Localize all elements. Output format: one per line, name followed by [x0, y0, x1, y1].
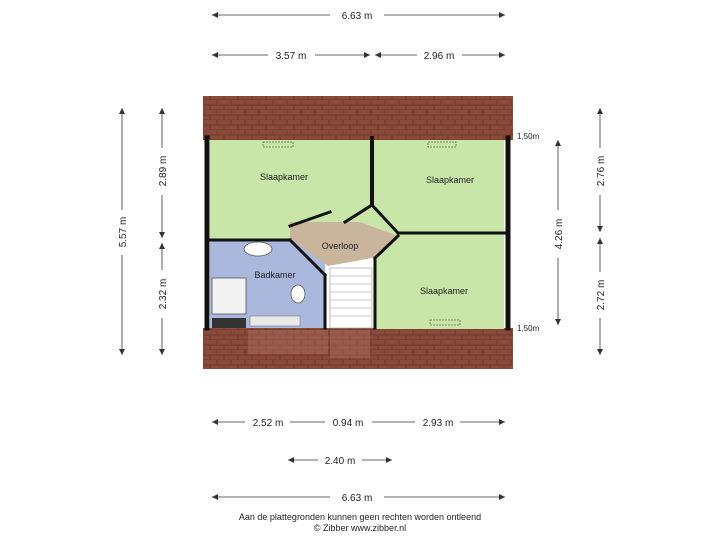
dim-bottom-mid: 2.40 m [325, 456, 356, 467]
dim-bottom-c: 2.93 m [423, 418, 454, 429]
sink [243, 241, 273, 257]
radiator-3 [429, 319, 461, 326]
dim-bottom-b: 0.94 m [333, 418, 364, 429]
footer-copyright: © Zibber www.zibber.nl [313, 523, 407, 533]
stairs [329, 267, 373, 329]
room-label-landing: Overloop [322, 241, 359, 251]
radiator-2 [427, 141, 457, 148]
roof-top [203, 96, 513, 140]
footer-disclaimer: Aan de plattegronden kunnen geen rechten… [238, 512, 482, 522]
dimension-arrows [119, 12, 603, 500]
vanity [249, 315, 301, 327]
height-marker-top: 1,50m [517, 132, 540, 141]
landing-floor [290, 222, 398, 266]
dim-left-lower: 2.32 m [158, 279, 169, 310]
dim-bottom-total: 6.63 m [342, 493, 373, 504]
dim-top-total: 6.63 m [342, 11, 373, 22]
height-marker-bottom: 1,50m [517, 324, 540, 333]
dim-top-right: 2.96 m [424, 51, 455, 62]
dim-left-total: 5.57 m [118, 217, 129, 248]
room-label-bedroom-top-right: Slaapkamer [426, 175, 474, 185]
room-label-bedroom-bottom-right: Slaapkamer [420, 286, 468, 296]
walls [204, 135, 511, 331]
dim-top-left: 3.57 m [276, 51, 307, 62]
dim-right-total: 4.26 m [554, 219, 565, 250]
stair-steps [330, 275, 372, 317]
bath-cabinet [212, 318, 246, 328]
radiator-1 [262, 141, 294, 148]
toilet [290, 284, 306, 304]
bedroom-top-right-floor [372, 140, 504, 233]
room-label-bathroom: Badkamer [254, 270, 295, 280]
roof-lighter-patch-2 [330, 330, 370, 358]
dim-right-upper: 2.76 m [596, 156, 607, 187]
dimension-lines [121, 14, 601, 498]
dim-right-lower: 2.72 m [596, 280, 607, 311]
bathtub [211, 277, 247, 315]
dim-bottom-a: 2.52 m [253, 418, 284, 429]
room-label-bedroom-top-left: Slaapkamer [260, 172, 308, 182]
roof-lighter-patch [248, 330, 328, 354]
bedroom-bottom-right-floor [375, 233, 504, 329]
dim-left-upper: 2.89 m [158, 156, 169, 187]
